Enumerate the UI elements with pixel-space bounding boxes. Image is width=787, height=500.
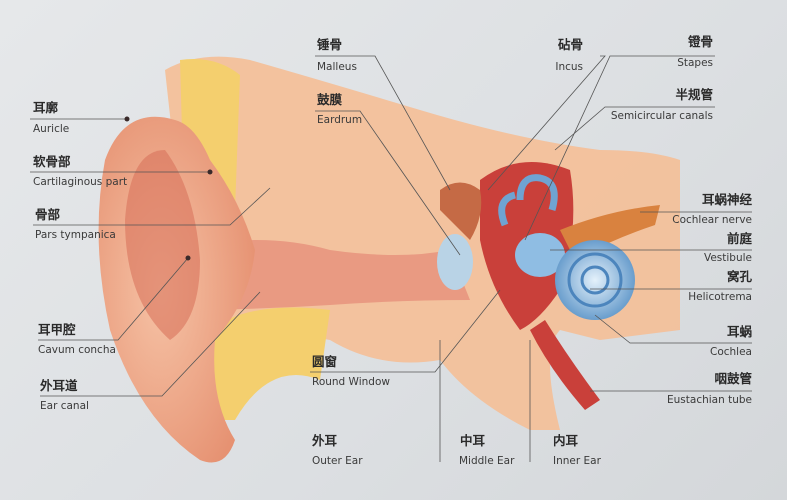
malleus-label-zh: 锤骨	[317, 37, 343, 52]
malleus-shape	[440, 182, 482, 240]
semicircular-label-zh: 半规管	[675, 87, 713, 102]
bone-layer-lower	[210, 307, 330, 420]
cavum-concha-label-en: Cavum concha	[38, 344, 116, 356]
auricle-dot	[124, 116, 130, 122]
round-window-label-en: Round Window	[312, 376, 390, 388]
helicotrema-label-en: Helicotrema	[688, 291, 752, 303]
semicircular-leader	[554, 106, 715, 151]
eardrum-leader	[315, 110, 461, 256]
cochlea-shape	[555, 240, 635, 320]
eardrum-label-en: Eardrum	[317, 114, 363, 126]
pars-tympanica-label-zh: 骨部	[35, 207, 61, 222]
cartilaginous-label-zh: 软骨部	[33, 154, 71, 169]
cochlea-label-en: Cochlea	[710, 346, 752, 358]
stapes-label-zh: 镫骨	[687, 34, 713, 49]
stapes-label-en: Stapes	[677, 57, 713, 69]
inner-ear-region-zh: 内耳	[553, 433, 579, 448]
auricle-label-zh: 耳廓	[33, 100, 59, 115]
incus-leader	[487, 55, 606, 191]
eustachian-label-en: Eustachian tube	[667, 394, 752, 406]
leader-lines	[30, 55, 752, 462]
concha-shape	[125, 150, 200, 340]
ear-canal-leader	[40, 291, 261, 397]
vestibule-label-zh: 前庭	[726, 231, 752, 246]
pars-tympanica-leader	[33, 187, 271, 226]
auricle-label-en: Auricle	[33, 123, 70, 135]
stapes-leader	[524, 55, 715, 241]
leader-dots	[124, 116, 213, 261]
cochlear-nerve-label-en: Cochlear nerve	[672, 214, 752, 226]
eustachian-tube-shape	[530, 320, 600, 410]
ear-canal-label-zh: 外耳道	[40, 378, 78, 393]
malleus-leader	[315, 55, 451, 191]
pars-tympanica-label-en: Pars tympanica	[35, 229, 116, 241]
cavum-concha-leader	[38, 257, 189, 341]
eardrum-shape	[437, 234, 473, 290]
cartilaginous-dot	[207, 169, 213, 175]
middle-ear-region-zh: 中耳	[460, 433, 486, 448]
semicircular-label-en: Semicircular canals	[610, 110, 713, 122]
outer-ear-region-zh: 外耳	[312, 433, 338, 448]
cochlea-leader	[594, 314, 752, 344]
vestibule-label-en: Vestibule	[703, 252, 752, 264]
middle-ear-region-en: Middle Ear	[459, 455, 515, 467]
incus-label-en: Incus	[555, 61, 583, 73]
round-window-label-zh: 圆窗	[312, 354, 338, 369]
cochlea-turn-outer	[567, 252, 623, 308]
eustachian-label-zh: 咽鼓管	[714, 371, 752, 386]
cartilaginous-label-en: Cartilaginous part	[33, 176, 128, 188]
ear-canal-label-en: Ear canal	[40, 400, 89, 412]
outer-ear-region-en: Outer Ear	[312, 455, 363, 467]
cavum-concha-label-zh: 耳甲腔	[38, 322, 76, 337]
cochlear-nerve-label-zh: 耳蜗神经	[701, 192, 752, 207]
inner-ear-region-en: Inner Ear	[553, 455, 601, 467]
cochlea-label-zh: 耳蜗	[726, 324, 752, 339]
malleus-label-en: Malleus	[317, 61, 357, 73]
incus-label-zh: 砧骨	[557, 37, 583, 52]
semicircular-canals-shape	[498, 174, 558, 227]
vestibule-shape	[515, 233, 565, 277]
round-window-leader	[310, 289, 501, 373]
helicotrema-label-zh: 窝孔	[726, 269, 752, 284]
cavum-concha-dot	[185, 255, 191, 261]
cochlea-turn-inner	[580, 265, 610, 295]
eardrum-label-zh: 鼓膜	[317, 92, 343, 107]
